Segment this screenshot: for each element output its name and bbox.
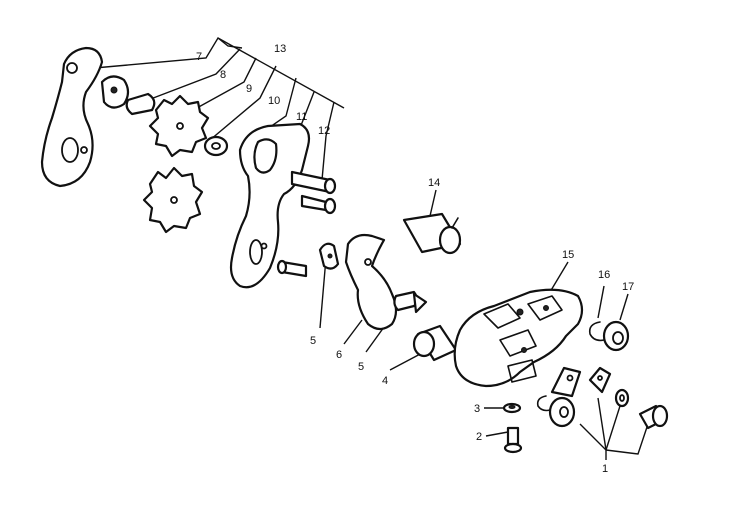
- mount-bolt: [503, 426, 523, 454]
- pulley-spacer: [125, 92, 156, 116]
- tension-pulley: [142, 166, 204, 234]
- label-9: 9: [246, 83, 252, 95]
- label-14: 14: [428, 177, 440, 189]
- label-5-left: 5: [310, 335, 316, 347]
- end-bushing: [602, 320, 630, 352]
- label-17: 17: [622, 281, 634, 293]
- bushing-left: [318, 242, 340, 270]
- callout-labels: 7 13 8 9 10 11 12 14 15 16 17 5 6 5 4 3 …: [196, 43, 634, 475]
- cage-bolt: [300, 194, 337, 215]
- label-4: 4: [382, 375, 388, 387]
- label-16: 16: [598, 269, 610, 281]
- label-15: 15: [562, 249, 574, 261]
- label-11: 11: [296, 111, 307, 123]
- cage-plate-inner: [229, 122, 337, 289]
- label-8: 8: [220, 69, 226, 81]
- circlip: [588, 321, 605, 342]
- label-12: 12: [318, 125, 330, 137]
- small-washer: [502, 402, 522, 414]
- cage-bushing: [100, 75, 130, 109]
- label-3: 3: [474, 403, 480, 415]
- cylinder-bushing: [412, 324, 458, 362]
- adjuster-screw: [638, 404, 669, 430]
- leader-lines: [71, 36, 649, 460]
- small-washer-right: [614, 388, 630, 408]
- label-2: 2: [476, 431, 482, 443]
- link-arm: [344, 233, 398, 331]
- label-6: 6: [336, 349, 342, 361]
- label-7: 7: [196, 51, 202, 63]
- derailleur-body: [453, 288, 584, 388]
- jockey-pulley: [148, 94, 210, 158]
- round-nut: [548, 396, 576, 428]
- adjuster-plate: [550, 366, 582, 398]
- clip-c: [536, 395, 551, 412]
- washer: [203, 135, 229, 157]
- arm-bolt-left: [276, 259, 308, 278]
- cage-plate-outer: [40, 46, 104, 188]
- pivot-cylinder: [402, 212, 462, 255]
- label-10: 10: [268, 95, 280, 107]
- bolt-right: [393, 290, 428, 314]
- label-1: 1: [602, 463, 608, 475]
- mount-tab: [588, 366, 612, 394]
- label-5-right: 5: [358, 361, 364, 373]
- label-13: 13: [274, 43, 286, 55]
